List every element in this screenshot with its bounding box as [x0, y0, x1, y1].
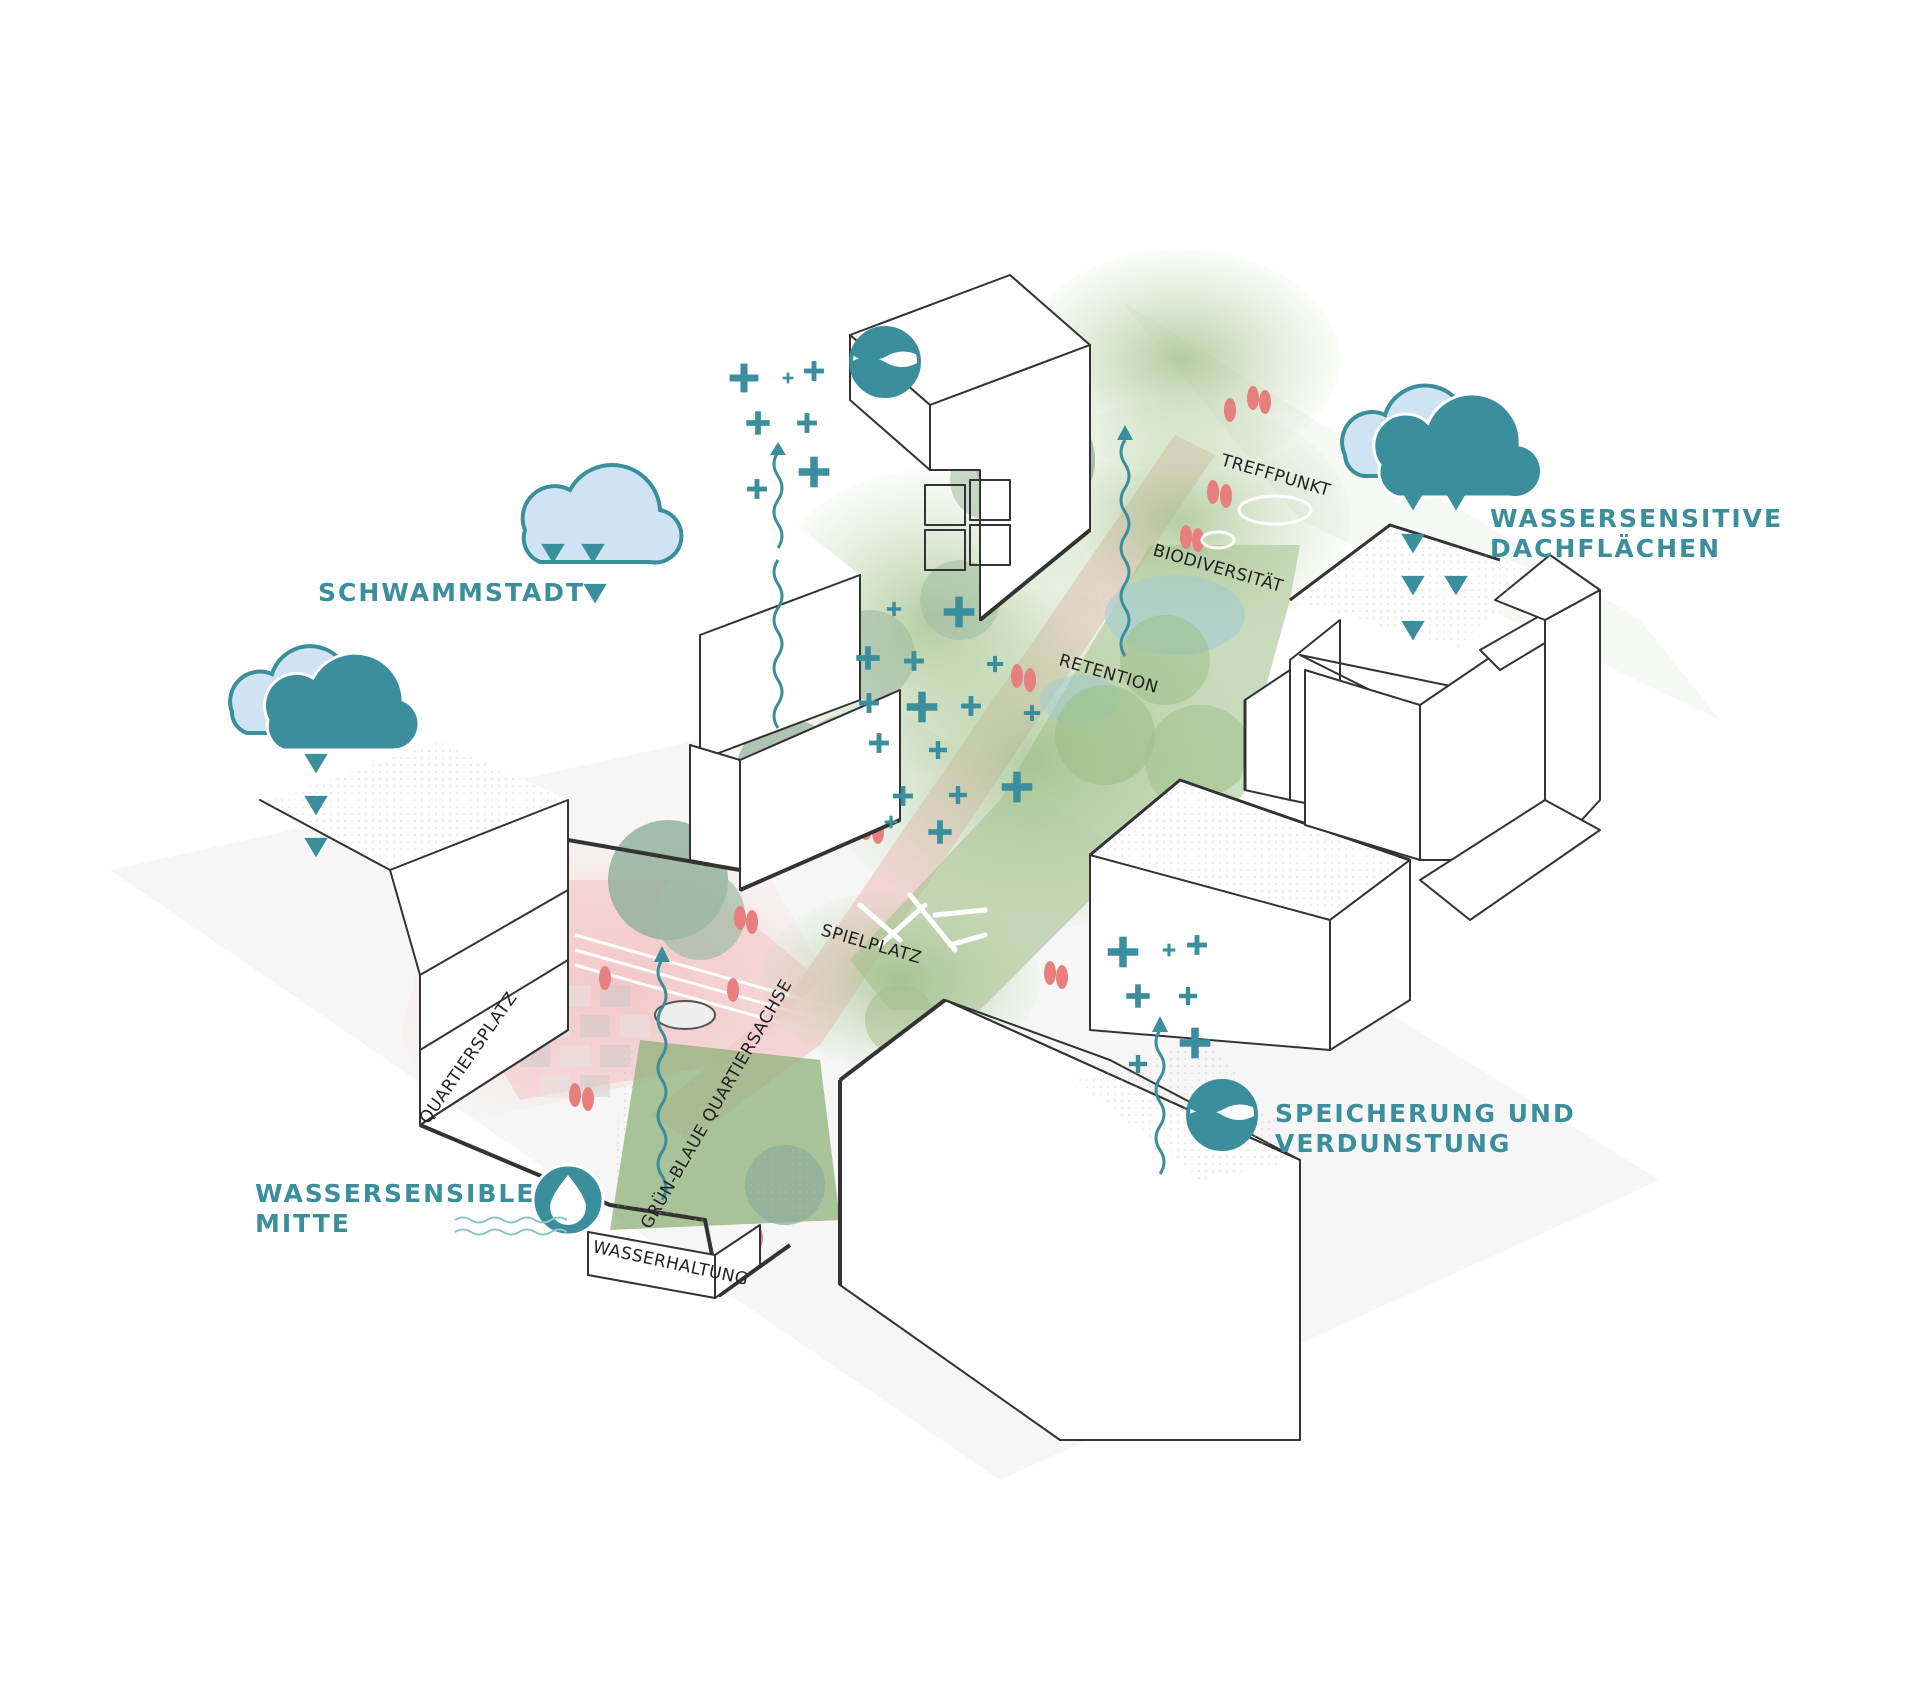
wavy-arrow-up-icon — [1152, 1016, 1168, 1175]
label-speicherung-line2: VERDUNSTUNG — [1275, 1129, 1511, 1158]
water-wave-icon — [1186, 1079, 1258, 1151]
people-figures — [569, 386, 1271, 1250]
label-schwammstadt: SCHWAMMSTADT — [318, 578, 585, 607]
callout-labels: SCHWAMMSTADT WASSERSENSITIVE DACHFLÄCHEN… — [255, 504, 1783, 1238]
icons-layer — [228, 326, 1543, 1237]
rain-cloud-icon — [228, 644, 421, 858]
wavy-arrow-up-icon — [654, 946, 670, 1201]
wasserhaltung-box — [587, 1224, 761, 1299]
rain-cloud-icon — [520, 463, 684, 604]
wavy-arrow-up-icon — [770, 442, 786, 729]
water-drop-icon — [531, 1163, 605, 1237]
water-wave-lines — [454, 1216, 568, 1236]
label-mitte-line2: MITTE — [255, 1209, 351, 1238]
treffpunkt-rings — [1200, 494, 1313, 550]
wavy-arrow-up-icon — [1117, 425, 1133, 657]
label-mitte-line1: WASSERSENSIBLE — [255, 1179, 535, 1208]
water-wave-icon — [849, 326, 921, 398]
rain-cloud-icon — [1340, 383, 1543, 641]
label-wassersensitive-line2: DACHFLÄCHEN — [1490, 533, 1721, 563]
spielplatz-sticks — [857, 892, 988, 953]
label-speicherung-line1: SPEICHERUNG UND — [1275, 1099, 1576, 1128]
label-wassersensitive-line1: WASSERSENSITIVE — [1490, 504, 1783, 533]
